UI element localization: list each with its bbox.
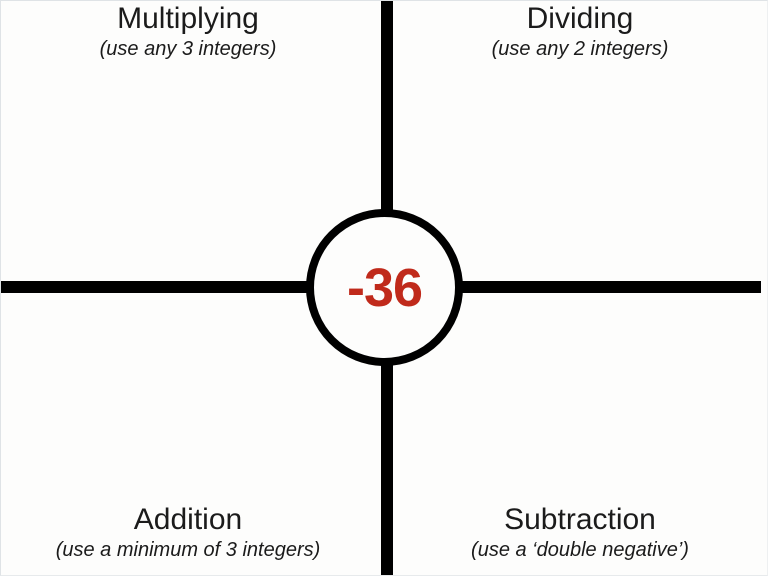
quadrant-subtraction-title: Subtraction bbox=[504, 503, 656, 536]
quadrant-dividing-title: Dividing bbox=[526, 2, 634, 35]
quadrant-addition-subtitle: (use a minimum of 3 integers) bbox=[55, 539, 321, 562]
quadrant-multiplying-subtitle: (use any 3 integers) bbox=[99, 38, 277, 61]
quadrant-multiplying-title: Multiplying bbox=[117, 2, 259, 35]
quadrant-subtraction: Subtraction (use a ‘double negative’) bbox=[395, 503, 765, 563]
quadrant-subtraction-subtitle: (use a ‘double negative’) bbox=[471, 539, 689, 562]
quadrant-addition-title: Addition bbox=[133, 503, 243, 536]
center-target-value: -36 bbox=[346, 257, 423, 318]
quadrant-addition: Addition (use a minimum of 3 integers) bbox=[3, 503, 373, 563]
center-circle-node: -36 bbox=[306, 209, 463, 366]
quadrant-dividing-subtitle: (use any 2 integers) bbox=[491, 38, 669, 61]
quadrant-dividing: Dividing (use any 2 integers) bbox=[395, 2, 765, 62]
quadrant-multiplying: Multiplying (use any 3 integers) bbox=[3, 2, 373, 62]
